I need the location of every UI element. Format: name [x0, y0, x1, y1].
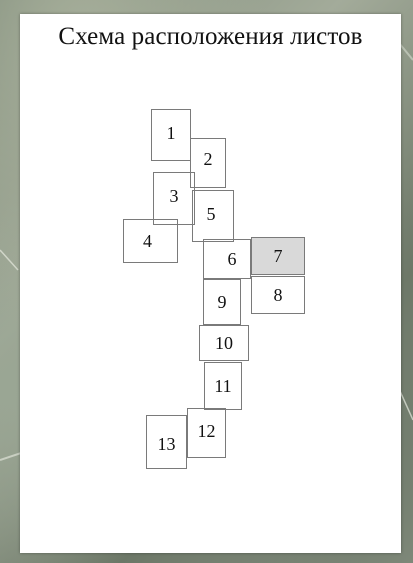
- sheet-8[interactable]: 8: [251, 276, 305, 314]
- sheet-label: 8: [274, 286, 283, 304]
- page-title: Схема расположения листов: [20, 23, 401, 51]
- sheet-label: 12: [198, 422, 216, 440]
- sheet-6[interactable]: 6: [203, 239, 251, 279]
- sheet-5[interactable]: 5: [192, 190, 234, 242]
- sheet-1[interactable]: 1: [151, 109, 191, 161]
- sheet-label: 11: [214, 377, 231, 395]
- sheet-2[interactable]: 2: [190, 138, 226, 188]
- sheet-label: 3: [170, 187, 179, 205]
- sheet-9[interactable]: 9: [203, 279, 241, 325]
- sheet-label: 2: [204, 150, 213, 168]
- sheet-4[interactable]: 4: [123, 219, 178, 263]
- sheet-layout-panel: Схема расположения листов 1 2 3 4 5 6 7 …: [20, 14, 401, 553]
- sheet-label: 4: [143, 232, 152, 250]
- sheet-12[interactable]: 12: [187, 408, 226, 458]
- sheet-label: 10: [215, 334, 233, 352]
- sheet-label: 6: [228, 250, 237, 268]
- sheet-label: 5: [207, 205, 216, 223]
- sheet-label: 9: [218, 293, 227, 311]
- sheet-11[interactable]: 11: [204, 362, 242, 410]
- sheet-label: 13: [158, 435, 176, 453]
- sheet-3[interactable]: 3: [153, 172, 195, 225]
- sheet-7[interactable]: 7: [251, 237, 305, 275]
- sheet-label: 7: [274, 247, 283, 265]
- sheet-13[interactable]: 13: [146, 415, 187, 469]
- sheet-label: 1: [167, 124, 176, 142]
- sheet-10[interactable]: 10: [199, 325, 249, 361]
